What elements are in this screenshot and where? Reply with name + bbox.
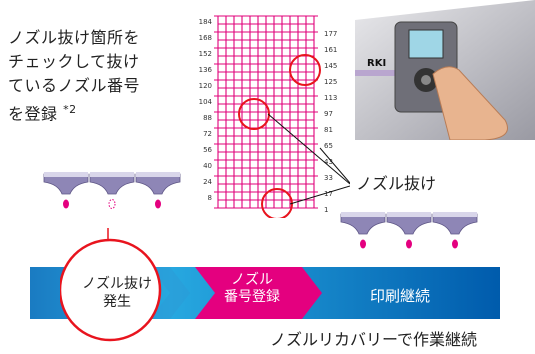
print-head <box>135 173 181 195</box>
stage-continue-print: 印刷継続 <box>369 287 430 305</box>
missing-nozzle-circle-1 <box>238 98 270 130</box>
nozzle-issue-circle <box>60 228 162 342</box>
pattern-grid <box>214 15 318 209</box>
left-tick-label: 56 <box>203 146 212 154</box>
callout-line-2 <box>289 185 350 205</box>
description-line-1: ノズル抜け箇所を <box>8 28 141 47</box>
stage-register-number: ノズル 番号登録 <box>196 272 308 306</box>
print-head <box>340 213 386 235</box>
footnote-mark: *2 <box>63 103 77 116</box>
description-line-4: を登録 *2 <box>8 103 77 124</box>
right-tick-labels: 177 161 145 125 113 97 81 65 43 33 17 1 <box>324 30 337 214</box>
missing-nozzle-circle-3 <box>261 188 293 218</box>
stage-nozzle-missing: ノズル抜け 発生 <box>62 275 172 311</box>
ink-drop <box>155 199 161 209</box>
left-tick-label: 168 <box>199 34 212 42</box>
left-tick-label: 24 <box>203 178 212 186</box>
right-tick-label: 65 <box>324 142 333 150</box>
ink-drop <box>360 239 366 249</box>
missing-nozzle-circle-2 <box>289 54 321 86</box>
footer-caption: ノズルリカバリーで作業継続 <box>270 330 478 349</box>
left-tick-label: 152 <box>199 50 212 58</box>
stage2-line-1: ノズル <box>231 272 273 288</box>
ink-drop <box>452 239 458 249</box>
missing-ink-drop <box>108 199 116 209</box>
right-tick-label: 81 <box>324 126 333 134</box>
left-tick-label: 40 <box>203 162 212 170</box>
print-head <box>43 173 89 195</box>
print-heads-after <box>340 212 478 249</box>
print-head <box>386 213 432 235</box>
stage1-line-2: 発生 <box>103 294 131 310</box>
ink-drop <box>63 199 69 209</box>
description-text: ノズル抜け箇所を チェックして抜け ているノズル番号 を登録 *2 <box>8 26 188 126</box>
stage2-line-2: 番号登録 <box>224 289 280 305</box>
left-tick-label: 120 <box>199 82 212 90</box>
brand-logo: RKI <box>367 58 386 69</box>
panel-screen <box>408 29 444 59</box>
right-tick-label: 113 <box>324 94 337 102</box>
left-tick-label: 136 <box>199 66 213 74</box>
left-tick-label: 88 <box>203 114 212 122</box>
right-tick-label: 177 <box>324 30 337 38</box>
print-head <box>89 173 135 195</box>
printer-operation-photo: RKI <box>355 0 535 140</box>
callout-line-3 <box>267 113 350 185</box>
right-tick-label: 33 <box>324 174 333 182</box>
left-tick-label: 184 <box>199 18 213 26</box>
print-heads-before <box>43 172 181 209</box>
description-line-3: ているノズル番号 <box>8 76 141 95</box>
left-tick-label: 104 <box>199 98 213 106</box>
operator-hand <box>432 66 508 140</box>
right-tick-label: 43 <box>324 158 333 166</box>
right-tick-label: 1 <box>324 206 328 214</box>
right-tick-label: 161 <box>324 46 337 54</box>
right-tick-label: 145 <box>324 62 337 70</box>
stage1-line-1: ノズル抜け <box>82 276 152 292</box>
nozzle-missing-label: ノズル抜け <box>356 174 437 193</box>
left-tick-labels: 184 168 152 136 120 104 88 72 56 40 24 8 <box>199 18 213 202</box>
left-tick-label: 72 <box>203 130 212 138</box>
left-tick-label: 8 <box>208 194 212 202</box>
right-tick-label: 125 <box>324 78 337 86</box>
callout-line-1 <box>319 147 350 184</box>
ink-drop <box>406 239 412 249</box>
right-tick-label: 17 <box>324 190 333 198</box>
right-tick-label: 97 <box>324 110 333 118</box>
description-line-2: チェックして抜け <box>8 52 140 71</box>
flow-stage-magenta <box>195 267 322 319</box>
print-head <box>432 213 478 235</box>
